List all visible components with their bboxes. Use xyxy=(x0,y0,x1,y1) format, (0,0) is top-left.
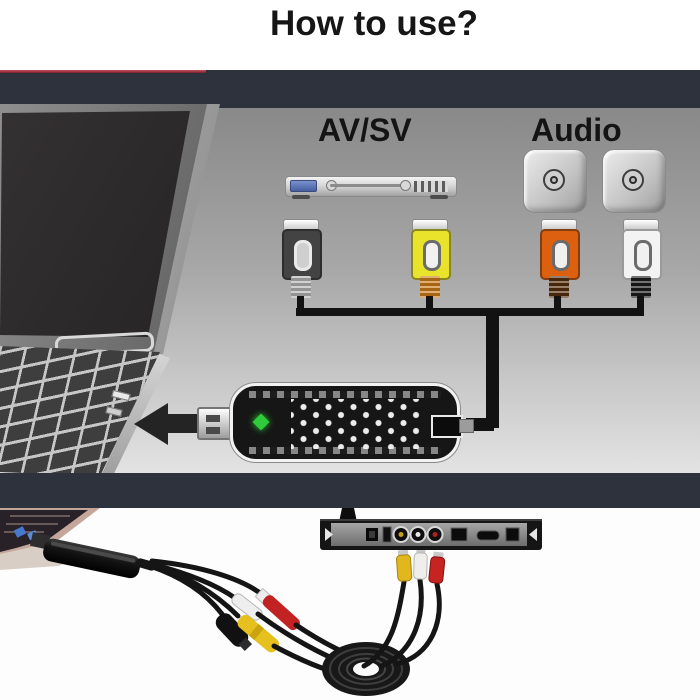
insert-arrow-icon xyxy=(134,403,168,445)
audio-wall-jack-left xyxy=(523,149,587,213)
usb-contact xyxy=(206,427,220,434)
jack-socket-icon xyxy=(543,169,565,191)
rca-sleeve xyxy=(420,276,440,298)
box-optical-port xyxy=(505,527,520,542)
dvd-disc-slot xyxy=(330,184,406,187)
divider-band-top xyxy=(0,70,700,108)
product-photo xyxy=(0,508,700,700)
rca-plug-red-photo xyxy=(428,551,446,584)
laptop-photo-corner xyxy=(0,508,100,570)
rca-plug-audio-orange xyxy=(540,219,580,299)
rca-junction-yellow xyxy=(237,614,280,653)
label-audio: Audio xyxy=(531,112,622,148)
box-connector-port xyxy=(382,526,392,543)
cable xyxy=(554,296,561,310)
cable xyxy=(297,296,304,310)
photo-scene xyxy=(0,508,542,696)
box-antenna xyxy=(339,508,357,522)
dvd-knob xyxy=(400,180,411,191)
divider-band-bottom xyxy=(0,473,700,508)
rca-plug-yellow-photo xyxy=(396,549,413,582)
jack-pin-icon xyxy=(550,176,558,184)
rca-hole xyxy=(423,240,441,271)
rca-hole xyxy=(294,240,312,271)
usb-capture-device xyxy=(230,383,474,462)
audio-wall-jack-right xyxy=(602,149,666,213)
accent-line xyxy=(0,70,206,73)
dvd-player-illustration xyxy=(285,176,457,199)
set-top-box xyxy=(320,508,542,550)
insert-arrow-shaft xyxy=(166,414,199,433)
dvd-display xyxy=(290,180,317,192)
device-dot-pattern xyxy=(291,399,423,449)
coiled-cable xyxy=(322,642,410,696)
s-video-connector xyxy=(215,613,253,651)
device-grip-texture xyxy=(249,447,441,454)
box-ethernet-port xyxy=(450,527,468,542)
device-grip-texture xyxy=(249,391,441,398)
rca-body xyxy=(540,229,580,280)
page-title: How to use? xyxy=(269,4,479,43)
usb-contact xyxy=(206,415,220,422)
rca-plug-audio-white xyxy=(622,219,662,299)
box-hdmi-port xyxy=(476,530,500,541)
rca-hole xyxy=(552,240,570,271)
rca-plug-video-black xyxy=(282,219,322,299)
cable xyxy=(637,296,644,310)
cable-drop xyxy=(486,316,499,428)
label-av-sv: AV/SV xyxy=(318,112,412,148)
dvd-vents xyxy=(414,181,448,192)
rca-plug-white-photo xyxy=(413,547,428,580)
header: How to use? xyxy=(0,0,700,70)
rca-junction-red xyxy=(254,587,300,631)
connection-diagram: AV/SV Audio xyxy=(0,104,700,486)
box-left-bracket-icon xyxy=(325,528,333,541)
cable-fan xyxy=(147,558,267,619)
jack-pin-icon xyxy=(629,176,637,184)
rca-hole xyxy=(634,240,652,271)
rca-sleeve xyxy=(631,276,651,298)
device-led-green xyxy=(252,413,270,431)
device-port-tip xyxy=(459,419,474,433)
rca-sleeve xyxy=(549,276,569,298)
dvd-foot xyxy=(430,195,448,199)
cables-to-box xyxy=(361,577,442,669)
rca-body xyxy=(622,229,662,280)
rca-sleeve xyxy=(291,276,311,298)
rca-body xyxy=(282,229,322,280)
jack-socket-icon xyxy=(622,169,644,191)
usb-plug xyxy=(197,407,233,440)
dvd-foot xyxy=(292,195,310,199)
cable xyxy=(426,296,433,310)
box-right-bracket-icon xyxy=(529,528,537,541)
rca-body xyxy=(411,229,451,280)
rca-plug-video-yellow xyxy=(411,219,451,299)
cable-bus xyxy=(296,308,644,316)
usb-capture-device-photo xyxy=(30,532,141,579)
